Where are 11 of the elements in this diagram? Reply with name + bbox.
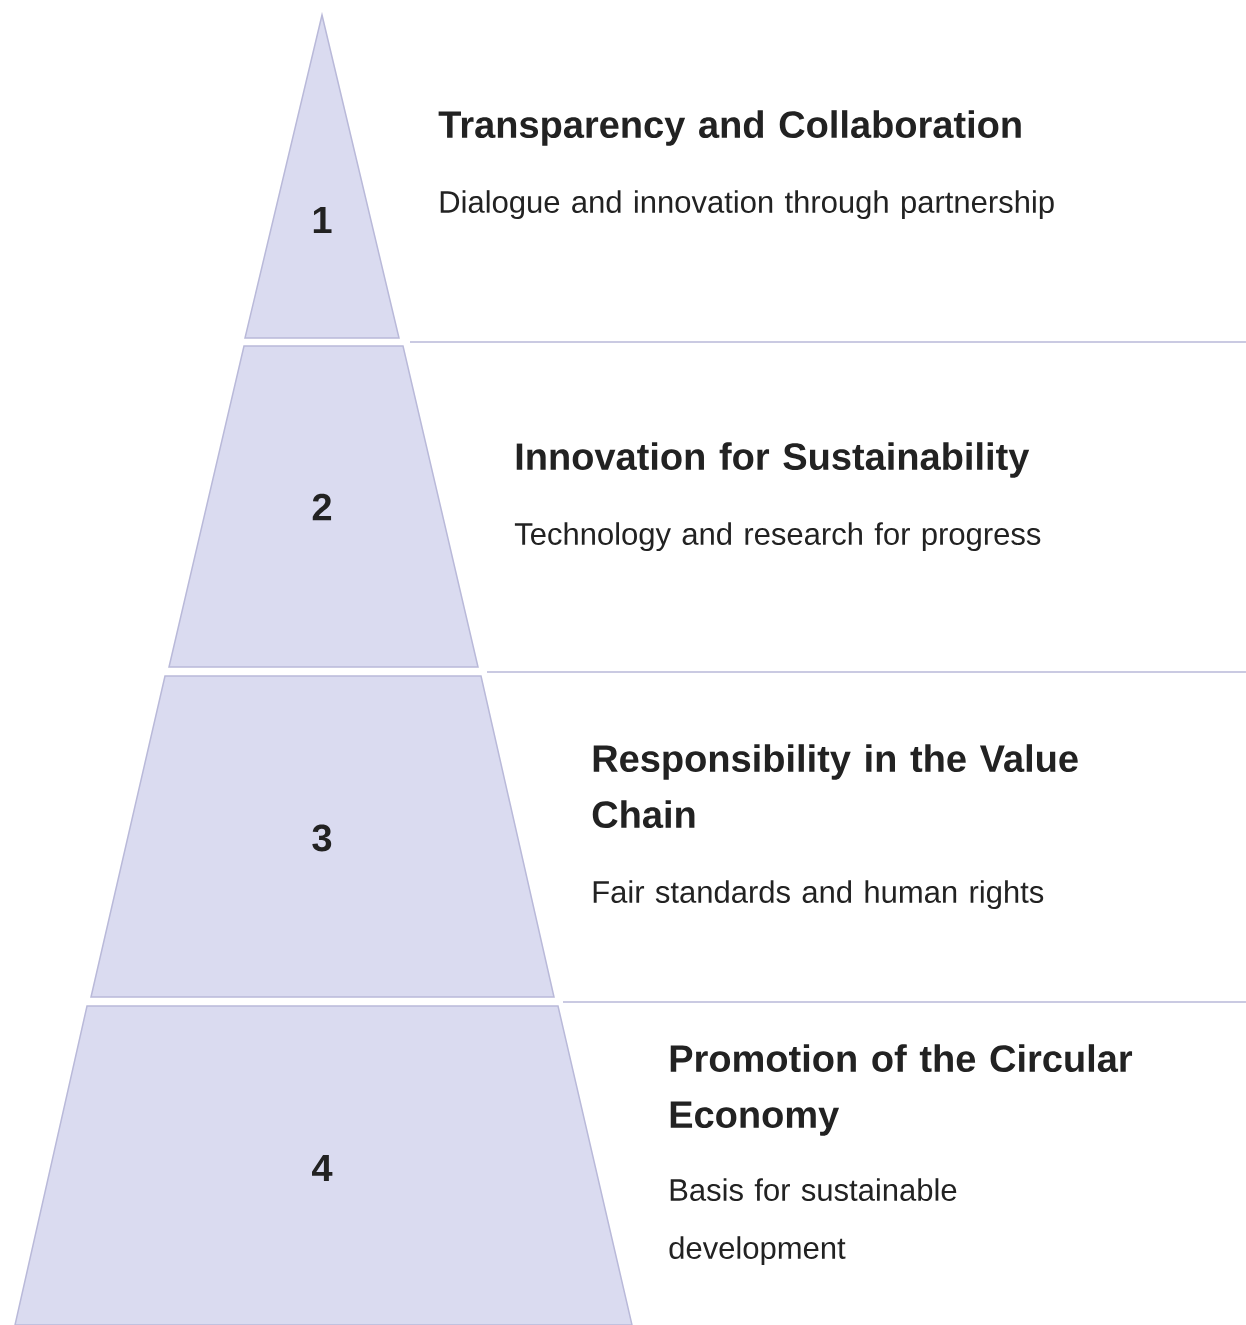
level-heading: Transparency and Collaboration <box>438 110 1021 146</box>
level-description: Fair standards and human rights <box>593 880 1044 910</box>
level-description: Dialogue and innovation through partnership <box>440 190 1054 220</box>
pyramid-level: 3 <box>90 675 555 998</box>
level-heading: Responsibility in the Value Chain <box>592 744 1078 829</box>
level-description: Basis for sustainable development <box>669 1178 957 1266</box>
pyramid-level: 2 <box>168 345 479 668</box>
pyramid-level: 4 <box>14 1005 633 1325</box>
level-heading: Innovation for Sustainability <box>516 442 1030 478</box>
level-heading: Promotion of the Circular Economy <box>670 1044 1133 1136</box>
level-description: Technology and research for progress <box>514 522 1041 552</box>
